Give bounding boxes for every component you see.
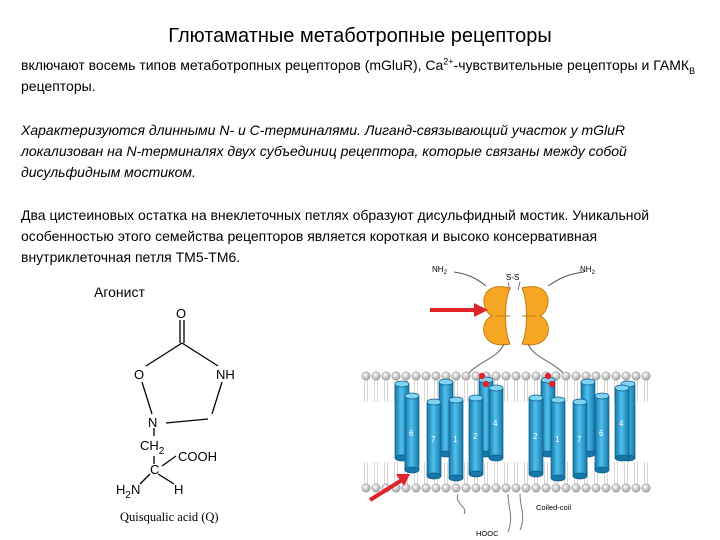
n-terminal-tails xyxy=(453,271,585,287)
lipid-bilayer xyxy=(361,371,651,493)
helix-label: 1 xyxy=(555,435,560,444)
coiled-coil-label: Coiled-coil xyxy=(536,503,571,512)
para1-superscript: 2+ xyxy=(443,56,454,67)
para1-text-a: включают восемь типов метаботропных реце… xyxy=(21,57,444,73)
helix-right-0: 2 xyxy=(528,394,544,478)
helix-label: 7 xyxy=(431,435,436,444)
helix-label: 4 xyxy=(619,419,624,428)
arrow-ligand-site xyxy=(430,303,488,317)
atom-h: H xyxy=(174,482,183,497)
transmembrane-helices: 6 7 1 2 4 2 1 7 6 4 xyxy=(394,376,636,482)
ligand-binding-domain xyxy=(483,286,549,346)
atom-n-ring: N xyxy=(148,415,157,430)
helix-left-2: 1 xyxy=(448,396,464,482)
helix-label: 4 xyxy=(493,419,498,428)
molecule-name: Quisqualic acid (Q) xyxy=(120,510,219,524)
agonist-label: Агонист xyxy=(94,284,145,300)
receptor-dimer-diagram: NH2 NH2 S-S 6 7 1 2 4 2 1 7 6 4 Coiled-coil HOOC xyxy=(361,265,651,538)
paragraph-terminals: Характеризуются длинными N- и С-терминал… xyxy=(21,122,627,180)
helix-label: 6 xyxy=(599,429,604,438)
helix-left-0: 6 xyxy=(404,392,420,474)
atom-o-ring: O xyxy=(134,367,144,382)
atom-o-carbonyl: O xyxy=(176,306,186,321)
para1-text-b: -чувствительные рецепторы и ГАМК xyxy=(453,57,690,73)
paragraph-disulfide-bridge: Два цистеиновых остатка на внеклеточных … xyxy=(21,207,650,265)
nh2-left-label: NH2 xyxy=(432,265,448,276)
hooc-label: HOOC xyxy=(476,529,499,538)
helix-right-2: 7 xyxy=(572,398,588,480)
cooh-group: COOH xyxy=(178,449,217,464)
helix-label: 2 xyxy=(533,432,538,441)
arrow-intracellular-loop xyxy=(368,474,410,502)
helix-left-4: 4 xyxy=(488,384,504,462)
slide-title: Глютаматные метаботропные рецепторы xyxy=(168,25,552,47)
helix-right-3: 6 xyxy=(594,392,610,474)
disulfide-label: S-S xyxy=(506,273,519,282)
helix-right-1: 1 xyxy=(550,396,566,482)
helix-label: 2 xyxy=(473,432,478,441)
atom-c-alpha: C xyxy=(150,462,159,477)
ch2-group: CH2 xyxy=(140,438,165,457)
helix-label: 7 xyxy=(577,435,582,444)
helix-label: 1 xyxy=(453,435,458,444)
paragraph-receptor-types: включают восемь типов метаботропных реце… xyxy=(21,55,711,97)
para1-text-c: рецепторы. xyxy=(21,78,96,94)
helix-label: 6 xyxy=(409,429,414,438)
ligand-markers xyxy=(478,372,556,388)
helix-left-1: 7 xyxy=(426,398,442,480)
para1-subscript: B xyxy=(689,65,696,76)
helix-right-4: 4 xyxy=(614,384,630,462)
helix-left-3: 2 xyxy=(468,394,484,478)
atom-nh-ring: NH xyxy=(216,367,235,382)
amine-group: H2N xyxy=(116,482,140,501)
nh2-right-label: NH2 xyxy=(580,265,596,276)
quisqualic-acid-structure: O O NH N CH2 C COOH H2N H Quisqualic aci… xyxy=(116,306,235,524)
